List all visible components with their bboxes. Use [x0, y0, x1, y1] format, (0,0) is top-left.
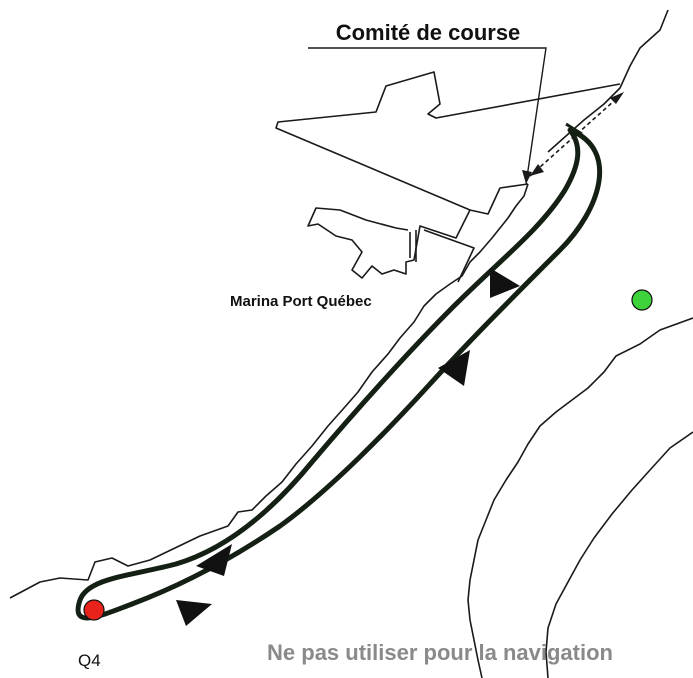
direction-arrow-icon [196, 544, 232, 576]
race-committee-label: Comité de course [336, 20, 521, 45]
green-mark-icon [631, 289, 653, 311]
coastline-south-shore [467, 317, 693, 678]
race-course-loop [75, 127, 603, 621]
mark-q4-label: Q4 [78, 651, 101, 670]
navigation-disclaimer: Ne pas utiliser pour la navigation [267, 640, 613, 665]
direction-arrow-icon [176, 600, 212, 626]
direction-arrow-icon [438, 350, 470, 386]
direction-arrow-icon [490, 268, 520, 298]
marina-label: Marina Port Québec [230, 293, 372, 310]
race-course [75, 122, 603, 626]
harbour-piers [275, 71, 621, 283]
red-mark-q4-icon [83, 599, 105, 621]
race-committee-leader [308, 47, 547, 185]
